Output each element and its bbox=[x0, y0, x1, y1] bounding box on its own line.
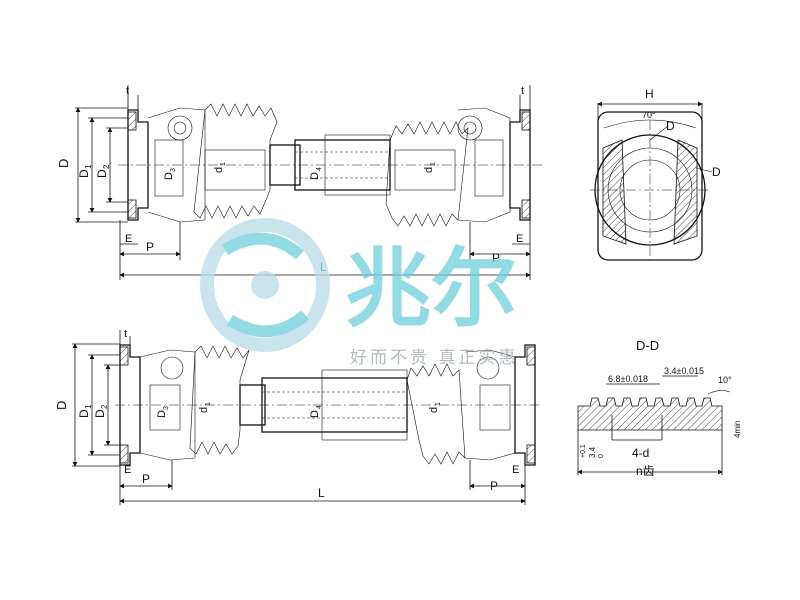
top-label-P-right: P bbox=[492, 251, 500, 265]
bottom-right-bellows bbox=[406, 363, 466, 465]
section-four-min: 4min bbox=[733, 421, 742, 438]
top-label-D3-sub: 3 bbox=[170, 168, 177, 172]
top-left-bearing-upper bbox=[167, 115, 193, 141]
bottom-label-E-left: E bbox=[124, 464, 131, 476]
top-left-bellows bbox=[193, 103, 278, 219]
bottom-right-flange bbox=[514, 344, 536, 466]
top-right-flange-hatch-upper bbox=[521, 111, 531, 131]
end-label-D-top: D bbox=[666, 119, 675, 133]
top-label-t-left: t bbox=[126, 85, 129, 97]
top-left-spline bbox=[204, 149, 266, 191]
top-label-D1: D bbox=[77, 169, 91, 178]
end-label-D-right: D bbox=[712, 165, 721, 179]
top-right-cross bbox=[474, 139, 504, 197]
section-angle-arc bbox=[707, 390, 731, 395]
top-label-E-left: E bbox=[125, 233, 132, 245]
top-label-D3: D bbox=[163, 172, 175, 180]
top-right-bearing-upper-inner bbox=[463, 121, 477, 135]
bottom-label-d1-left-sub: 1 bbox=[205, 402, 212, 406]
top-label-d1-left: d bbox=[213, 167, 225, 173]
bottom-label-D4: D bbox=[309, 410, 321, 418]
top-label-d1-right-sub: 1 bbox=[430, 162, 437, 166]
end-arc-top bbox=[603, 119, 697, 129]
top-right-spline bbox=[394, 149, 456, 191]
top-label-P-left: P bbox=[146, 240, 154, 254]
bottom-left-flange-hatch-upper bbox=[119, 346, 129, 366]
bottom-right-cross bbox=[479, 384, 511, 431]
bottom-left-flange-hatch-lower bbox=[119, 444, 129, 464]
section-dim1: 3.4±0.015 bbox=[664, 366, 704, 376]
bottom-right-flange-hatch-lower bbox=[526, 444, 536, 464]
bottom-right-flange-hatch-upper bbox=[526, 346, 536, 366]
top-label-d1-right: d bbox=[423, 167, 435, 173]
end-view: H 70° D D bbox=[590, 87, 721, 261]
bottom-label-d1-left: d bbox=[198, 407, 210, 413]
bottom-label-P-left: P bbox=[142, 472, 150, 486]
bottom-label-t: t bbox=[124, 328, 127, 340]
bottom-left-yoke bbox=[139, 349, 196, 461]
top-left-bearing-upper-inner bbox=[173, 121, 187, 135]
top-left-flange bbox=[127, 109, 149, 221]
watermark-logo-icon bbox=[200, 218, 330, 352]
top-left-cross bbox=[154, 139, 184, 197]
watermark: 兆尔 好而不贵 真正实惠 bbox=[200, 218, 518, 368]
section-angle: 10° bbox=[718, 375, 732, 385]
section-dim2: 6.8±0.018 bbox=[608, 374, 648, 384]
bottom-label-D1: D bbox=[77, 409, 91, 418]
top-middle-sleeve bbox=[324, 134, 391, 196]
section-title: D-D bbox=[636, 338, 659, 353]
end-leader-D-top bbox=[649, 125, 669, 141]
section-dd: D-D 3.4±0.015 6.8±0.018 10° 4-d n齿 3.4 +… bbox=[577, 338, 742, 478]
end-label-H: H bbox=[645, 87, 654, 101]
bottom-label-L: L bbox=[318, 486, 325, 500]
section-height-tol: +0.1 bbox=[580, 444, 587, 458]
top-label-t-right: t bbox=[521, 85, 524, 97]
bottom-label-D3-sub: 3 bbox=[163, 406, 170, 410]
section-height-left: 3.4 bbox=[588, 446, 597, 458]
bottom-label-d1-right-sub: 1 bbox=[435, 402, 442, 406]
bottom-left-tube bbox=[239, 384, 266, 426]
top-label-D4-sub: 4 bbox=[316, 167, 323, 171]
top-label-D4: D bbox=[309, 172, 321, 180]
top-left-flange-hatch-lower bbox=[127, 199, 137, 219]
bottom-label-P-right: P bbox=[490, 479, 498, 493]
top-left-flange-hatch-upper bbox=[127, 111, 137, 131]
watermark-brand: 兆尔 bbox=[345, 239, 517, 339]
top-label-E-right: E bbox=[516, 233, 523, 245]
top-right-flange-hatch-lower bbox=[521, 199, 531, 219]
end-label-angle: 70° bbox=[642, 110, 656, 120]
top-label-D2: D bbox=[95, 169, 109, 178]
watermark-slogan: 好而不贵 真正实惠 bbox=[350, 348, 518, 368]
bottom-label-D2-sub: 2 bbox=[100, 404, 109, 409]
top-right-bellows bbox=[385, 121, 469, 227]
end-leader-D-right bbox=[695, 167, 713, 173]
bottom-right-bearing bbox=[476, 356, 500, 380]
section-label-teeth: n齿 bbox=[636, 464, 655, 478]
end-hatch-right bbox=[673, 139, 698, 245]
section-height-tol2: 0 bbox=[598, 454, 605, 458]
bottom-label-D: D bbox=[54, 401, 69, 410]
bottom-left-bearing bbox=[160, 356, 184, 380]
section-label-4d: 4-d bbox=[632, 446, 649, 460]
top-view: D D1 D2 D3 d1 D4 d1 t t E E P P L bbox=[56, 85, 545, 280]
bottom-left-cross bbox=[149, 384, 181, 431]
bottom-label-D3: D bbox=[156, 410, 168, 418]
top-label-d1-left-sub: 1 bbox=[220, 162, 227, 166]
top-left-tube bbox=[269, 144, 301, 186]
top-label-D2-sub: 2 bbox=[102, 164, 111, 169]
top-label-D1-sub: 1 bbox=[84, 164, 93, 169]
section-rack bbox=[577, 397, 723, 431]
bottom-middle-sleeve bbox=[321, 369, 408, 441]
end-hatch-left bbox=[602, 139, 627, 245]
bottom-label-d1-right: d bbox=[428, 407, 440, 413]
bottom-label-D1-sub: 1 bbox=[84, 404, 93, 409]
bottom-view: D D1 D2 D3 d1 D4 d1 t E E P P L bbox=[54, 328, 540, 505]
bottom-label-D2: D bbox=[93, 409, 107, 418]
bottom-label-D4-sub: 4 bbox=[316, 405, 323, 409]
top-right-bearing-upper bbox=[457, 115, 483, 141]
top-label-D: D bbox=[56, 159, 71, 168]
bottom-label-E-right: E bbox=[512, 464, 519, 476]
